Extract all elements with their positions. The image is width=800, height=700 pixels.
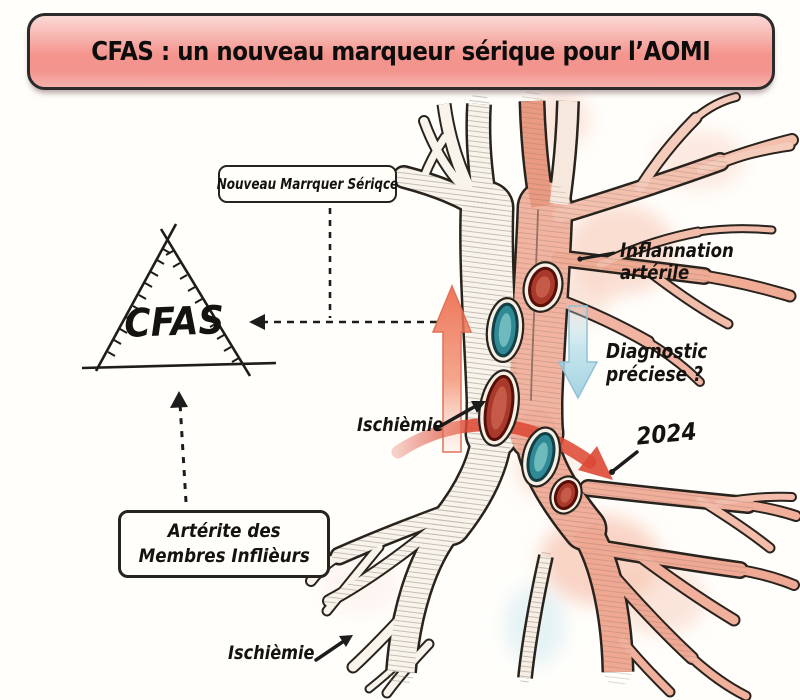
blood-flow-up-arrow-icon [431, 284, 473, 453]
new-serum-marker-label: Nouveau Marrquer Sériqce [216, 175, 399, 193]
arterial-inflammation-line2: artérile [620, 260, 690, 284]
diagnostic-down-arrow-icon [557, 305, 599, 400]
arterial-inflammation-label: Inflannation artérile [620, 240, 734, 284]
triangle-hatch-marks [107, 248, 240, 363]
year-2024-label: 2024 [635, 417, 698, 451]
plaque-red-mid [478, 369, 520, 447]
pointer-lines [314, 251, 639, 662]
new-serum-marker-box: Nouveau Marrquer Sériqce [216, 165, 399, 203]
cfas-triangle-label: CFAS [123, 298, 225, 347]
plaque-teal-upper [485, 297, 525, 363]
title-banner: CFAS : un nouveau marqueur sérique pour … [27, 13, 775, 90]
cfas-warning-triangle [81, 223, 277, 377]
precise-diagnostic-line1: Diagnostic [606, 339, 708, 363]
plaque-teal-lower [520, 426, 562, 488]
arterial-inflammation-line1: Inflannation [620, 239, 734, 262]
plaque-red-top [522, 261, 564, 313]
ischemia-mid-label: Ischièmie [357, 414, 444, 436]
precise-diagnostic-label: Diagnostic préciese ? [606, 340, 708, 386]
precise-diagnostic-line2: préciese ? [606, 362, 703, 386]
occlusion-curved-arrow-icon [391, 418, 613, 480]
lower-limb-arteritis-line1: Artérite des [167, 520, 281, 543]
lower-limb-arteritis-box: Artérite des Membres Inflièurs [118, 510, 330, 578]
page-title: CFAS : un nouveau marqueur sérique pour … [91, 36, 711, 67]
lower-limb-arteritis-line2: Membres Inflièurs [138, 545, 310, 567]
dashed-connectors [170, 208, 437, 503]
ischemia-bottom-label: Ischièmie [228, 642, 315, 664]
plaque-red-small [549, 475, 583, 515]
